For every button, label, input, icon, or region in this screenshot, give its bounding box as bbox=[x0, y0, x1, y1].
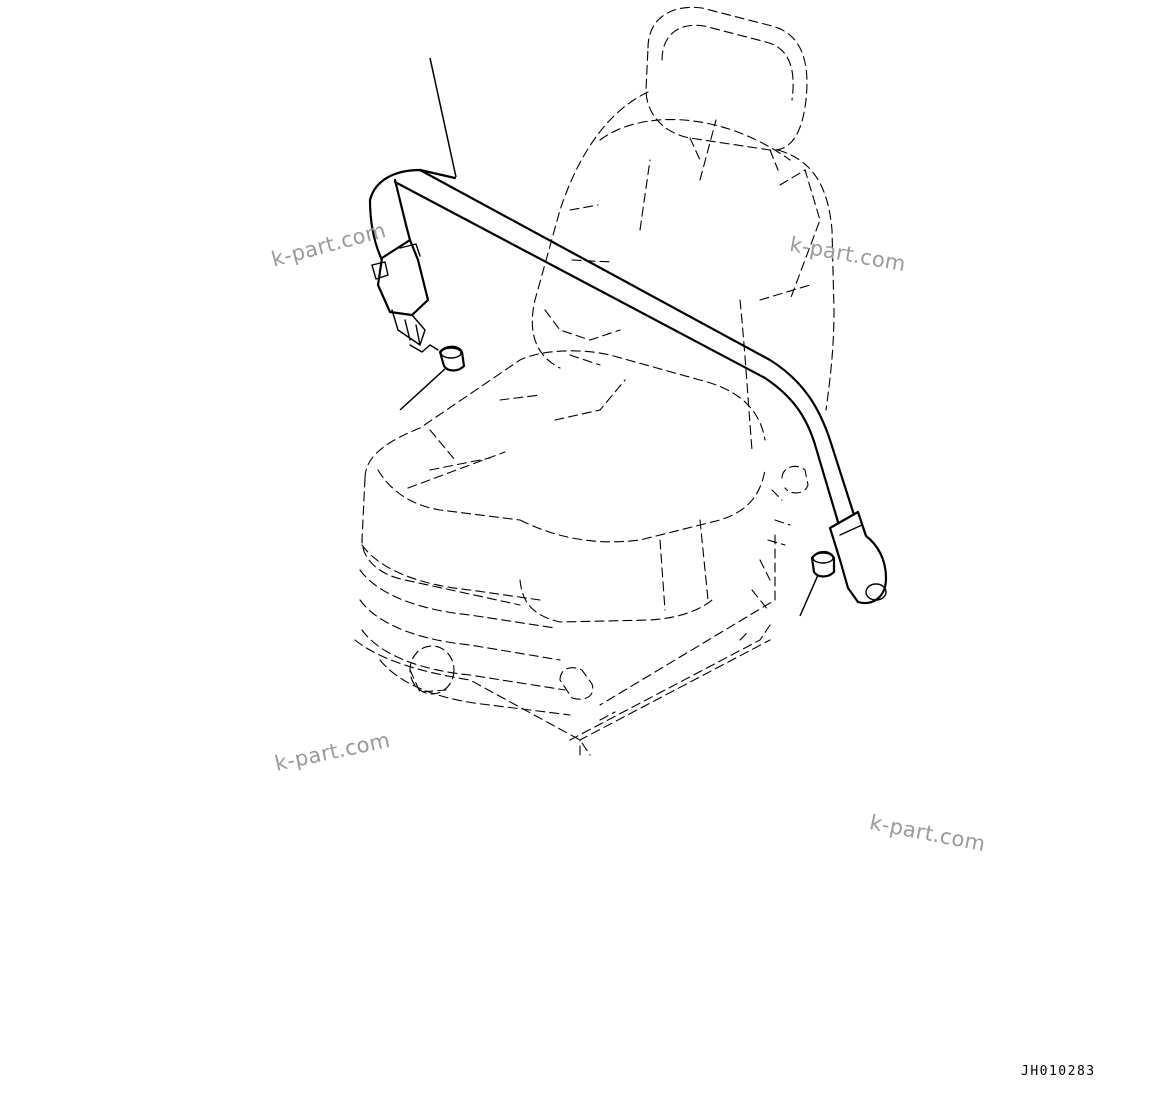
belt-anchor bbox=[828, 510, 888, 605]
seat-belt bbox=[368, 168, 857, 524]
spacer-collar-left bbox=[438, 345, 466, 372]
spacer-collar-right bbox=[810, 550, 836, 578]
leader-lines bbox=[399, 57, 819, 617]
belt-buckle bbox=[371, 238, 439, 353]
seat-outline bbox=[354, 6, 835, 756]
drawing-code: JH010283 bbox=[1021, 1064, 1096, 1079]
